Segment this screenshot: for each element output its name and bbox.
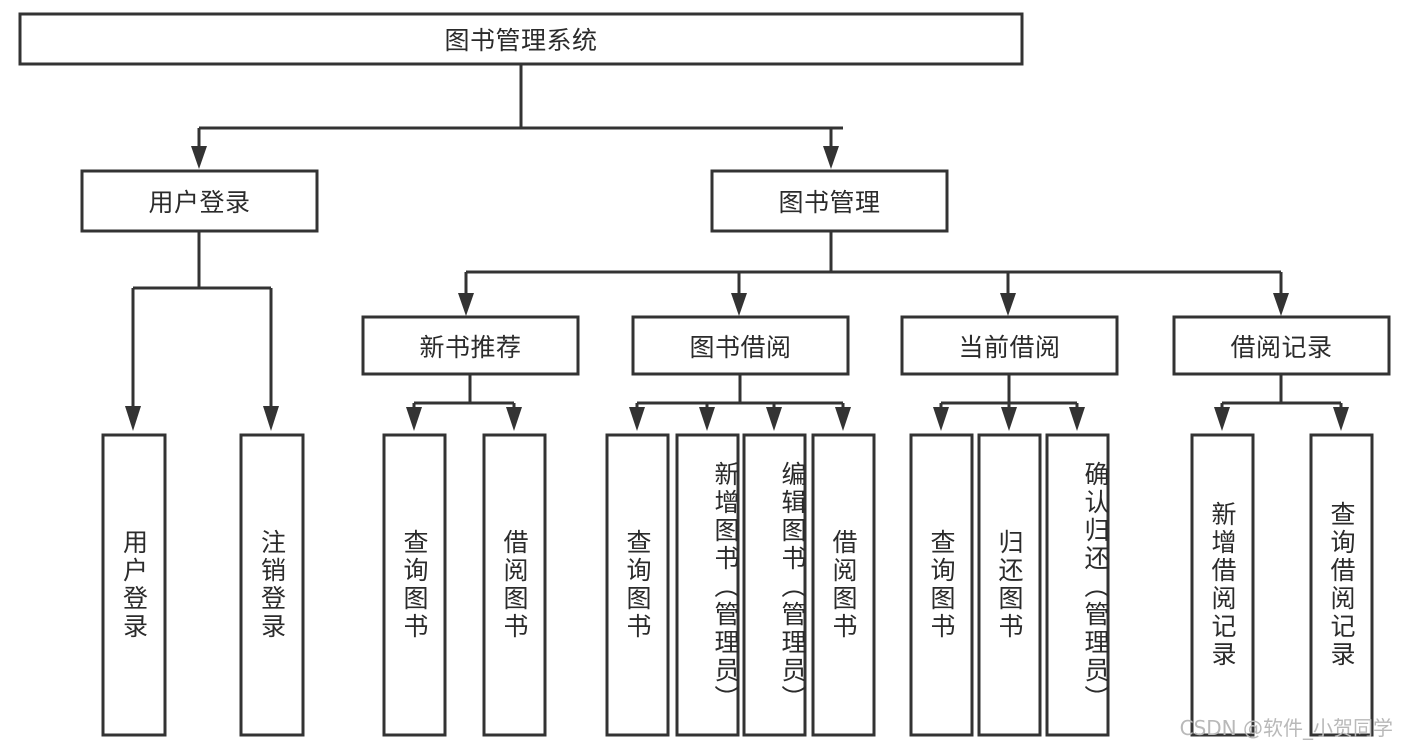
arrow-head-leaf-current-return (1001, 407, 1017, 431)
arrow-head-leaf-borrow-add (699, 407, 715, 431)
arrow-head-leaf-records-query (1333, 407, 1349, 431)
node-box-newbook[interactable] (361, 315, 580, 376)
node-box-current[interactable] (900, 315, 1119, 376)
arrow-head-leaf-borrow-edit (766, 407, 782, 431)
node-box-leaf-user-login[interactable] (101, 433, 167, 737)
node-box-leaf-records-add[interactable] (1190, 433, 1255, 737)
connector-records-to-leaves (1214, 374, 1349, 431)
node-box-leaf-borrow-query[interactable] (605, 433, 670, 737)
connector-newbook-to-leaves (406, 374, 522, 431)
arrow-head-leaf-borrow-lend (835, 407, 851, 431)
arrow-head-newbook (458, 293, 474, 316)
node-box-leaf-newbook-borrow[interactable] (482, 433, 547, 737)
node-box-leaf-newbook-query[interactable] (382, 433, 447, 737)
arrow-head-bookmgmt (823, 146, 839, 169)
arrow-head-leaf-current-query (933, 407, 949, 431)
node-box-bookmgmt[interactable] (710, 169, 949, 233)
node-box-leaf-current-query[interactable] (909, 433, 974, 737)
arrow-head-leaf-records-add (1214, 407, 1230, 431)
arrow-head-leaf-borrow-query (629, 407, 645, 431)
arrow-head-leaf-newbook-borrow (506, 407, 522, 431)
node-box-leaf-borrow-add[interactable] (675, 433, 740, 737)
arrow-head-login (191, 146, 207, 169)
arrow-head-borrow (731, 293, 747, 316)
node-box-leaf-current-confirm[interactable] (1045, 433, 1110, 737)
node-box-borrow[interactable] (631, 315, 850, 376)
node-box-leaf-current-return[interactable] (977, 433, 1042, 737)
node-box-leaf-borrow-edit[interactable] (742, 433, 807, 737)
node-box-leaf-records-query[interactable] (1309, 433, 1374, 737)
arrow-head-leaf-current-confirm (1069, 407, 1085, 431)
connector-root-to-level2 (191, 64, 843, 169)
node-box-root[interactable] (18, 12, 1024, 66)
arrow-head-records (1273, 293, 1289, 316)
connector-borrow-to-leaves (629, 374, 851, 431)
arrow-head-leaf-user-logout (263, 406, 279, 431)
node-box-leaf-user-logout[interactable] (239, 433, 305, 737)
connector-bookmgmt-to-level3 (458, 231, 1289, 316)
arrow-head-current (1000, 293, 1016, 316)
node-box-login[interactable] (80, 169, 319, 233)
node-box-records[interactable] (1172, 315, 1391, 376)
connector-current-to-leaves (933, 374, 1085, 431)
connector-login-to-leaves (125, 231, 279, 431)
arrow-head-leaf-user-login (125, 406, 141, 431)
arrow-head-leaf-newbook-query (406, 407, 422, 431)
node-box-leaf-borrow-lend[interactable] (811, 433, 876, 737)
